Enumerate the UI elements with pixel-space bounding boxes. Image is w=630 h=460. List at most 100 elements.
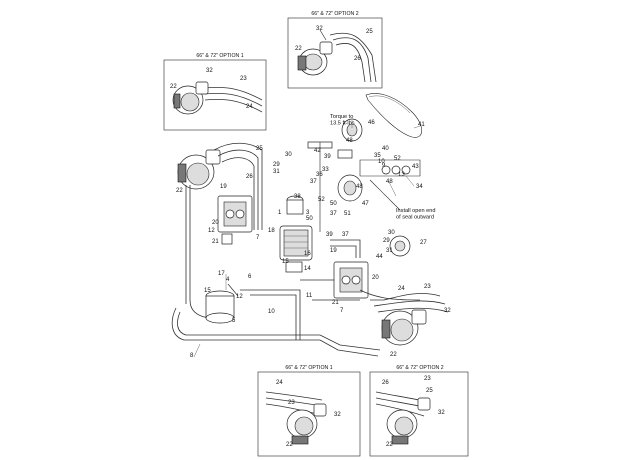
inset-top-center-title: 66" & 72" OPTION 2 bbox=[311, 11, 358, 17]
callout: 37 bbox=[330, 211, 337, 217]
callout: 15 bbox=[282, 259, 289, 265]
callout: 47 bbox=[362, 201, 369, 207]
callout: 23 bbox=[288, 400, 295, 406]
callout: 7 bbox=[340, 308, 344, 314]
main-callouts: 41 46 48 40 35 42 39 52 43 10 9 13 48 34… bbox=[176, 120, 451, 359]
callout: 22 bbox=[390, 352, 397, 358]
callout: 7 bbox=[256, 235, 260, 241]
callout: 12 bbox=[236, 294, 243, 300]
callout: 8 bbox=[190, 353, 194, 359]
callout: 22 bbox=[286, 442, 293, 448]
callout: 48 bbox=[356, 184, 363, 190]
drive-belt bbox=[365, 93, 423, 138]
callout: 30 bbox=[285, 152, 292, 158]
callout: 29 bbox=[273, 162, 280, 168]
callout: 52 bbox=[318, 197, 325, 203]
callout: 36 bbox=[316, 172, 323, 178]
callout: 40 bbox=[382, 146, 389, 152]
inset-top-center: 66" & 72" OPTION 2 32 25 22 26 bbox=[287, 11, 383, 89]
callout: 39 bbox=[324, 154, 331, 160]
callout: 1 bbox=[278, 210, 282, 216]
callout: 51 bbox=[344, 211, 351, 217]
callout: 10 bbox=[268, 309, 275, 315]
callout: 26 bbox=[246, 174, 253, 180]
callout: 42 bbox=[314, 148, 321, 154]
torque-note: Torque to 13.5 ft-lbs bbox=[330, 114, 355, 127]
install-note: Install open end of seal outward bbox=[396, 208, 437, 221]
callout: 13 bbox=[398, 172, 405, 178]
callout: 22 bbox=[386, 442, 393, 448]
leader-lines bbox=[193, 120, 421, 358]
inset-bottom-center-title: 66" & 72" OPTION 1 bbox=[285, 365, 332, 371]
callout: 15 bbox=[204, 288, 211, 294]
callout: 21 bbox=[332, 300, 339, 306]
pulley-assembly bbox=[307, 118, 421, 232]
callout: 20 bbox=[212, 220, 219, 226]
callout: 31 bbox=[386, 248, 393, 254]
callout: 23 bbox=[240, 76, 247, 82]
callout: 23 bbox=[424, 284, 431, 290]
callout: 32 bbox=[316, 26, 323, 32]
callout: 20 bbox=[372, 275, 379, 281]
callout: 19 bbox=[220, 184, 227, 190]
callout: 39 bbox=[326, 232, 333, 238]
callout: 22 bbox=[170, 84, 177, 90]
callout: 6 bbox=[248, 274, 252, 280]
inset-bottom-right: 66" & 72" OPTION 2 26 23 25 32 22 bbox=[369, 365, 469, 457]
callout: 26 bbox=[354, 56, 361, 62]
callout: 32 bbox=[438, 410, 445, 416]
callout: 32 bbox=[206, 68, 213, 74]
right-motor-assembly bbox=[319, 293, 449, 357]
callout: 24 bbox=[276, 380, 283, 386]
hose-routing bbox=[171, 239, 361, 341]
left-motor-assembly bbox=[177, 142, 263, 319]
callout: 37 bbox=[342, 232, 349, 238]
callout: 23 bbox=[424, 376, 431, 382]
callout: 44 bbox=[376, 254, 383, 260]
callout: 22 bbox=[295, 46, 302, 52]
callout: 41 bbox=[418, 122, 425, 128]
callout: 35 bbox=[374, 153, 381, 159]
reservoir bbox=[205, 283, 239, 324]
callout: 43 bbox=[412, 164, 419, 170]
callout: 38 bbox=[294, 194, 301, 200]
callout: 31 bbox=[273, 169, 280, 175]
callout: 5 bbox=[232, 318, 236, 324]
callout: 22 bbox=[176, 188, 183, 194]
callout: 33 bbox=[322, 167, 329, 173]
callout: 50 bbox=[330, 201, 337, 207]
callout: 48 bbox=[386, 179, 393, 185]
callout: 11 bbox=[306, 293, 313, 299]
callout: 32 bbox=[334, 412, 341, 418]
callout: 19 bbox=[330, 248, 337, 254]
callout: 50 bbox=[306, 216, 313, 222]
inset-top-left-title: 66" & 72" OPTION 1 bbox=[196, 53, 243, 59]
callout: 27 bbox=[420, 240, 427, 246]
callout: 32 bbox=[444, 308, 451, 314]
callout: 9 bbox=[382, 163, 386, 169]
inset-bottom-center: 66" & 72" OPTION 1 24 23 32 22 bbox=[257, 365, 361, 457]
right-valve-block bbox=[333, 235, 421, 301]
left-valve-block bbox=[217, 195, 253, 245]
callout: 34 bbox=[416, 184, 423, 190]
callout: 48 bbox=[346, 138, 353, 144]
callout: 52 bbox=[394, 156, 401, 162]
callout: 30 bbox=[388, 230, 395, 236]
callout: 12 bbox=[208, 228, 215, 234]
callout: 25 bbox=[426, 388, 433, 394]
inset-bottom-right-title: 66" & 72" OPTION 2 bbox=[396, 365, 443, 371]
filter-housing bbox=[279, 195, 313, 273]
inset-top-left: 66" & 72" OPTION 1 32 23 22 24 bbox=[163, 53, 267, 131]
callout: 17 bbox=[218, 271, 225, 277]
callout: 25 bbox=[256, 146, 263, 152]
callout: 46 bbox=[368, 120, 375, 126]
callout: 24 bbox=[398, 286, 405, 292]
callout: 37 bbox=[310, 179, 317, 185]
callout: 3 bbox=[306, 210, 310, 216]
callout: 29 bbox=[383, 238, 390, 244]
callout: 18 bbox=[268, 228, 275, 234]
callout: 24 bbox=[246, 104, 253, 110]
callout: 25 bbox=[366, 29, 373, 35]
callout: 14 bbox=[304, 266, 311, 272]
